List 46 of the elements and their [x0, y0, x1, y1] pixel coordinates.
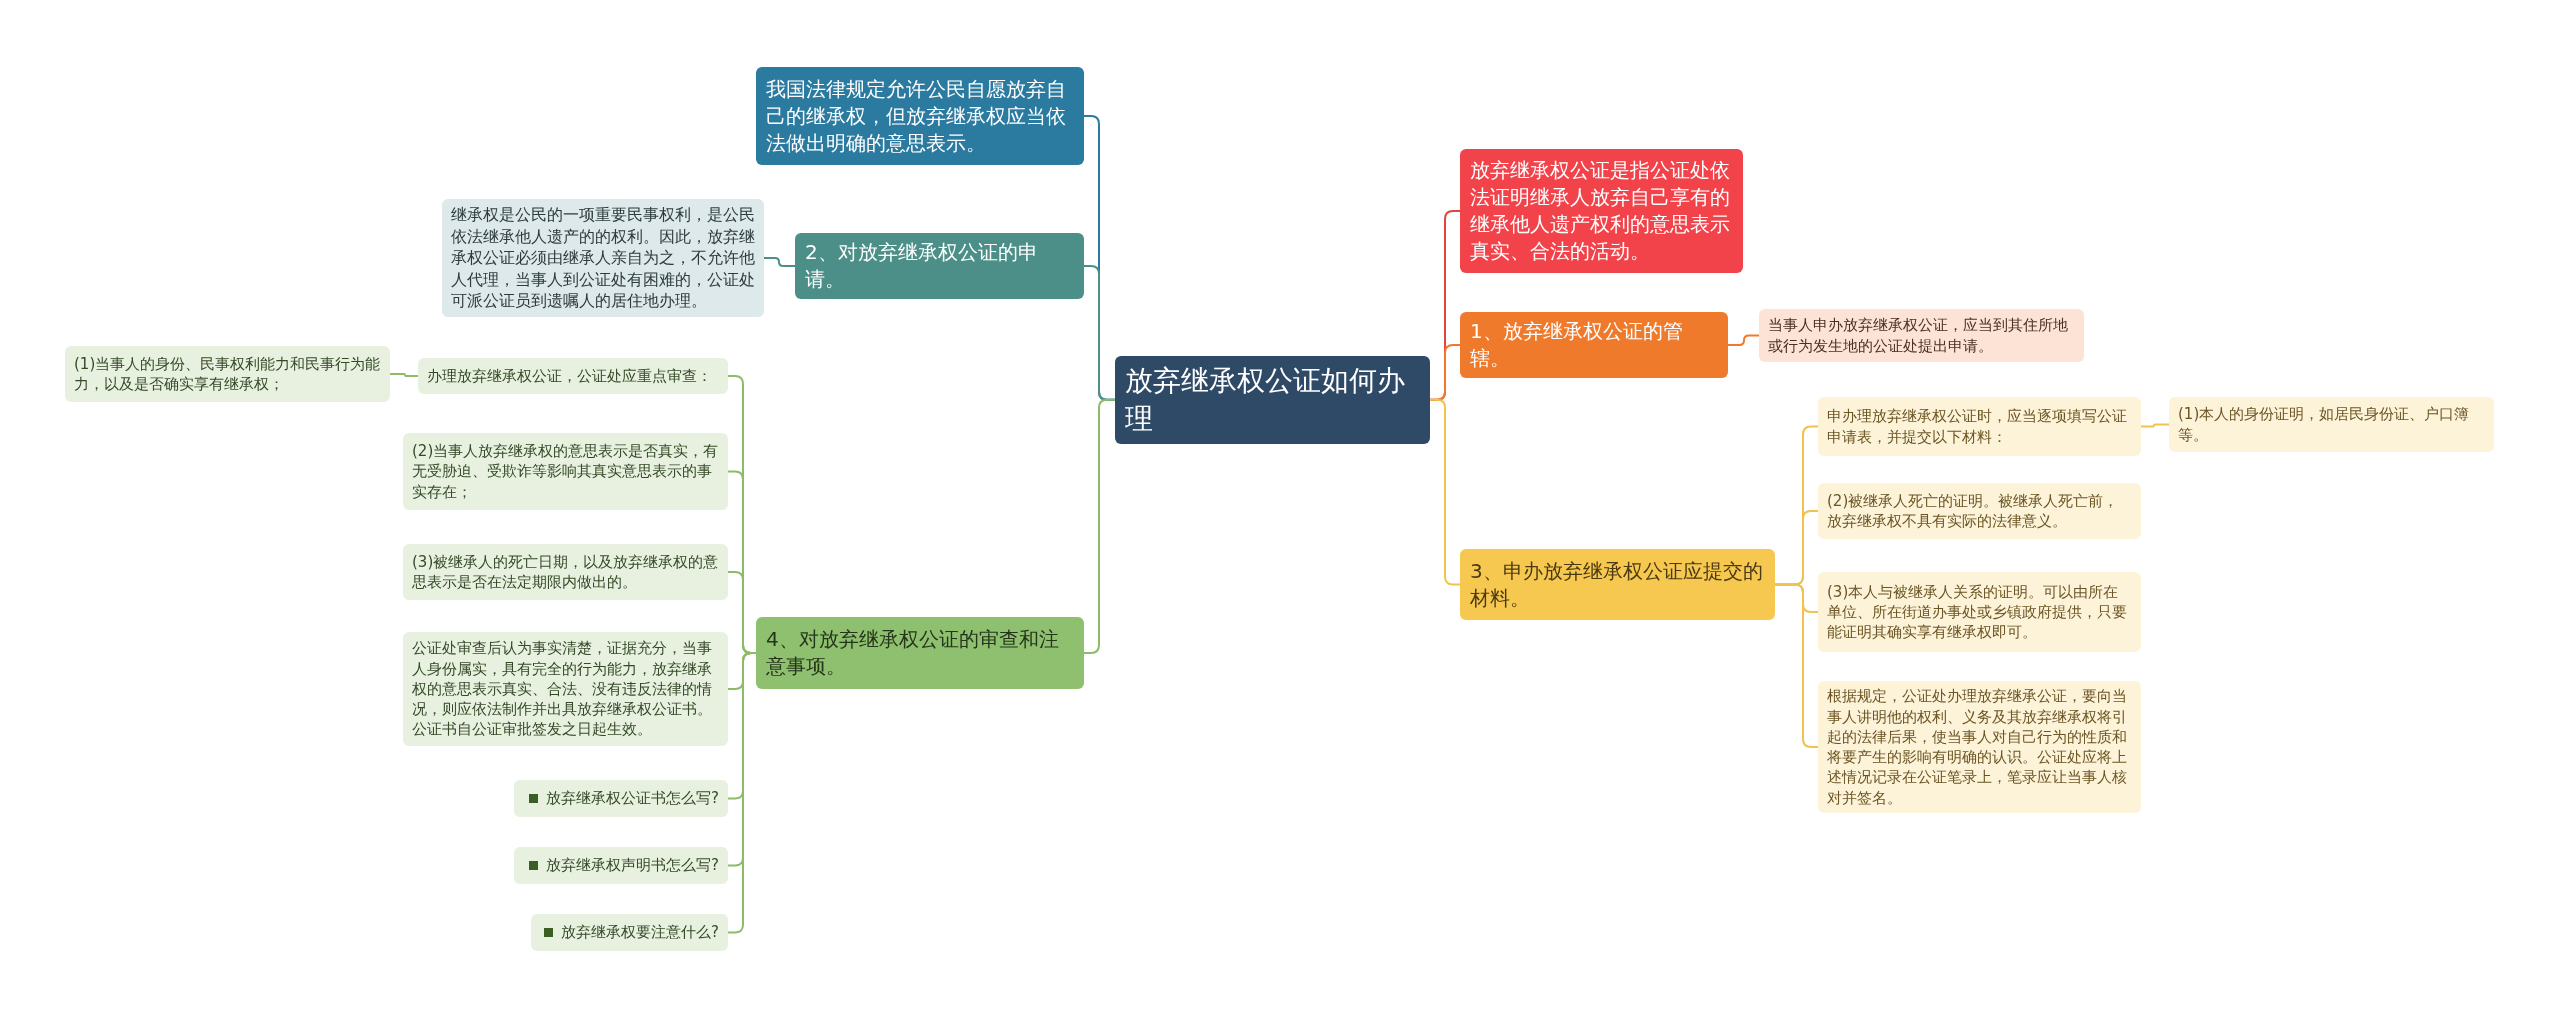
subtopic-box	[1818, 397, 2141, 456]
topic-box	[1460, 149, 1743, 273]
topic-text: 放弃继承权要注意什么?	[561, 922, 719, 943]
topic-text: 申办理放弃继承权公证时，应当逐项填写公证申请表，并提交以下材料：	[1827, 406, 2128, 447]
connector-line	[763, 257, 796, 267]
subtopic-box	[2169, 397, 2494, 452]
central-topic	[1115, 356, 1430, 444]
topic-text: 放弃继承权公证是指公证处依法证明继承人放弃自己享有的继承他人遗产权利的意思表示真实、合法的活动。	[1470, 157, 1731, 265]
subtopic-box	[1818, 483, 2141, 539]
link-box	[531, 914, 728, 951]
topic-text: (2)被继承人死亡的证明。被继承人死亡前，放弃继承权不具有实际的法律意义。	[1827, 490, 2120, 532]
topic-text: (3)被继承人的死亡日期，以及放弃继承权的意思表示是否在法定期限内做出的。	[412, 551, 719, 593]
connector-line	[1727, 334, 1760, 346]
topic-box	[795, 233, 1084, 299]
subtopic-box	[65, 346, 390, 402]
subtopic-box	[403, 632, 728, 746]
topic-text: 3、申办放弃继承权公证应提交的材料。	[1470, 557, 1764, 612]
topic-text: (3)本人与被继承人关系的证明。可以由所在单位、所在街道办事处或乡镇政府提供，只要能证明其确实享有继承权即可。	[1827, 581, 2128, 643]
topic-box	[1460, 312, 1728, 378]
topic-text: (1)当事人的身份、民事权利能力和民事行为能力，以及是否确实享有继承权；	[74, 353, 381, 395]
topic-text: 放弃继承权公证如何办理	[1125, 363, 1406, 437]
topic-text: 继承权是公民的一项重要民事权利，是公民依法继承他人遗产的的权利。因此，放弃继承权公证必须由继承人亲自为之，不允许他人代理，当事人到公证处有困难的，公证处可派公证员到遗嘱人的居住地办理。	[451, 204, 755, 312]
topic-text: 2、对放弃继承权公证的申请。	[805, 239, 1039, 293]
topic-text: (1)本人的身份证明，如居民身份证、户口簿等。	[2178, 404, 2471, 445]
subtopic-box	[418, 358, 728, 394]
topic-box	[756, 617, 1084, 689]
link-box	[514, 847, 728, 884]
topic-text: 办理放弃继承权公证，公证处应重点审查：	[427, 365, 712, 387]
topic-text: 公证处审查后认为事实清楚，证据充分，当事人身份属实，具有完全的行为能力，放弃继承权的意思表示真实、合法、没有违反法律的情况，则应依法制作并出具放弃继承权公证书。公证书自公证审批签发之日起生效。	[412, 638, 713, 740]
connector-line	[2140, 423, 2170, 428]
connector-line	[389, 373, 419, 377]
topic-text: 放弃继承权声明书怎么写?	[546, 855, 719, 876]
subtopic-box	[1818, 572, 2141, 652]
subtopic-box	[403, 544, 728, 600]
topic-text: (2)当事人放弃继承权的意思表示是否真实，有无受胁迫、受欺诈等影响其真实意思表示的事实存在；	[412, 441, 719, 502]
topic-box	[1460, 549, 1775, 620]
topic-text: 根据规定，公证处办理放弃继承公证，要向当事人讲明他的权利、义务及其放弃继承权将引起的法律后果，使当事人对自己行为的性质和将要产生的影响有明确的认识。公证处应将上述情况记录在公证笔录上，笔录应让当事人核对并签名。	[1827, 686, 2128, 808]
link-box	[514, 780, 728, 817]
topic-text: 当事人申办放弃继承权公证，应当到其住所地或行为发生地的公证处提出申请。	[1768, 315, 2069, 356]
topic-text: 我国法律规定允许公民自愿放弃自己的继承权，但放弃继承权应当依法做出明确的意思表示。	[766, 75, 1067, 157]
topic-text: 放弃继承权公证书怎么写?	[546, 788, 719, 809]
topic-text: 1、放弃继承权公证的管辖。	[1470, 318, 1684, 372]
topic-text: 4、对放弃继承权公证的审查和注意事项。	[766, 626, 1060, 680]
topic-box	[756, 67, 1084, 165]
subtopic-box	[1759, 309, 2084, 362]
subtopic-box	[403, 433, 728, 510]
